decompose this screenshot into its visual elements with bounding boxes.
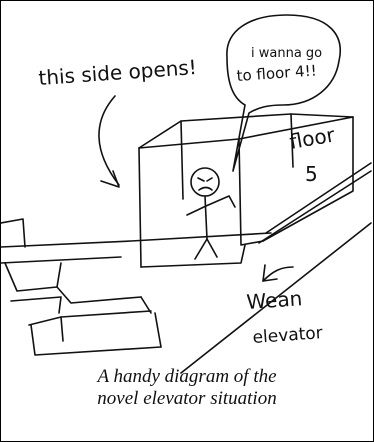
stick-figure (187, 168, 235, 259)
elevator-label: elevator (252, 323, 323, 348)
caption-line-2: novel elevator situation (1, 388, 373, 410)
floor-label-line-1: floor (288, 122, 338, 154)
floor-label-line-2: 5 (305, 162, 318, 186)
mean-label: Wean (246, 286, 303, 314)
caption: A handy diagram of the novel elevator si… (1, 366, 373, 410)
speech-line-1: i wanna go (251, 46, 322, 61)
speech-line-2: to floor 4!! (236, 61, 317, 85)
opens-label: this side opens! (38, 55, 198, 90)
arrows (99, 96, 293, 281)
caption-line-1: A handy diagram of the (1, 366, 373, 388)
stairs (1, 219, 161, 355)
